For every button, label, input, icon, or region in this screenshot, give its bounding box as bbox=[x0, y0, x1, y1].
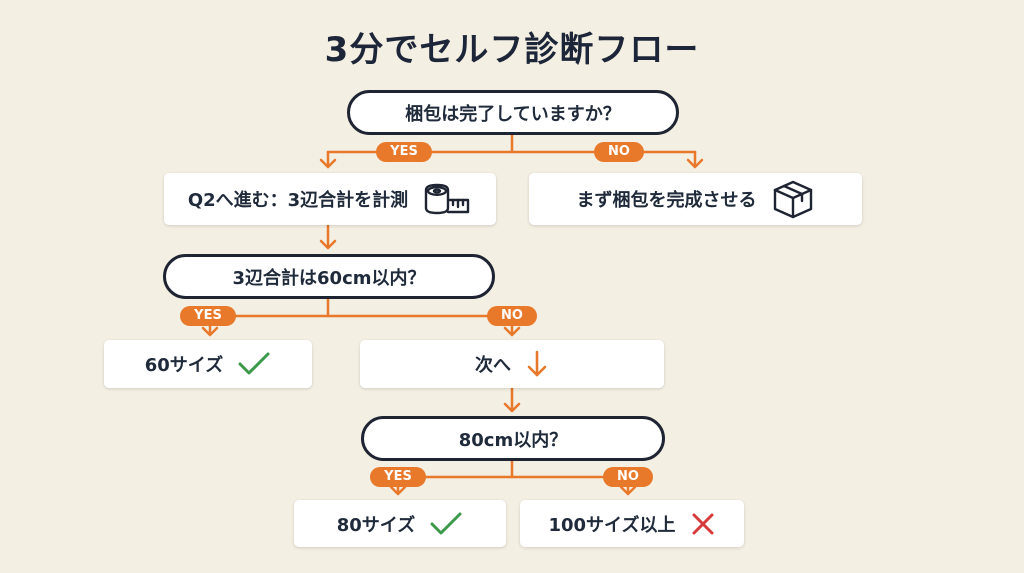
page-title: 3分でセルフ診断フロー bbox=[324, 30, 700, 70]
step-label: まず梱包を完成させる bbox=[576, 190, 757, 211]
question-label: 80cm以内？ bbox=[458, 429, 568, 451]
no-label: NO bbox=[603, 467, 653, 487]
check-icon bbox=[237, 351, 271, 377]
step-go-q2: Q2へ進む：3辺合計を計測 bbox=[164, 173, 496, 225]
step-label: 次へ bbox=[475, 355, 511, 376]
no-label: NO bbox=[487, 306, 537, 326]
cross-icon bbox=[690, 511, 716, 537]
step-finish-packing: まず梱包を完成させる bbox=[529, 173, 862, 225]
result-size-60: 60サイズ bbox=[104, 340, 312, 388]
question-label: 3辺合計は60cm以内？ bbox=[232, 267, 426, 289]
tape-measure-icon bbox=[422, 182, 472, 216]
question-label: 梱包は完了していますか？ bbox=[405, 103, 621, 125]
yes-label: YES bbox=[180, 306, 236, 326]
result-label: 100サイズ以上 bbox=[548, 514, 676, 536]
result-label: 60サイズ bbox=[144, 355, 224, 376]
result-size-80: 80サイズ bbox=[294, 500, 506, 547]
result-size-100-plus: 100サイズ以上 bbox=[520, 500, 744, 547]
yes-label: YES bbox=[376, 142, 432, 162]
no-label: NO bbox=[594, 142, 644, 162]
question-packing-complete: 梱包は完了していますか？ bbox=[347, 90, 679, 135]
step-label: Q2へ進む：3辺合計を計測 bbox=[187, 190, 409, 211]
down-arrow-icon bbox=[525, 349, 549, 379]
step-next: 次へ bbox=[360, 340, 664, 388]
question-60cm: 3辺合計は60cm以内？ bbox=[163, 254, 495, 299]
check-icon bbox=[429, 511, 463, 537]
question-80cm: 80cm以内？ bbox=[361, 416, 665, 461]
result-label: 80サイズ bbox=[336, 514, 416, 536]
yes-label: YES bbox=[370, 467, 426, 487]
box-icon bbox=[771, 179, 815, 219]
